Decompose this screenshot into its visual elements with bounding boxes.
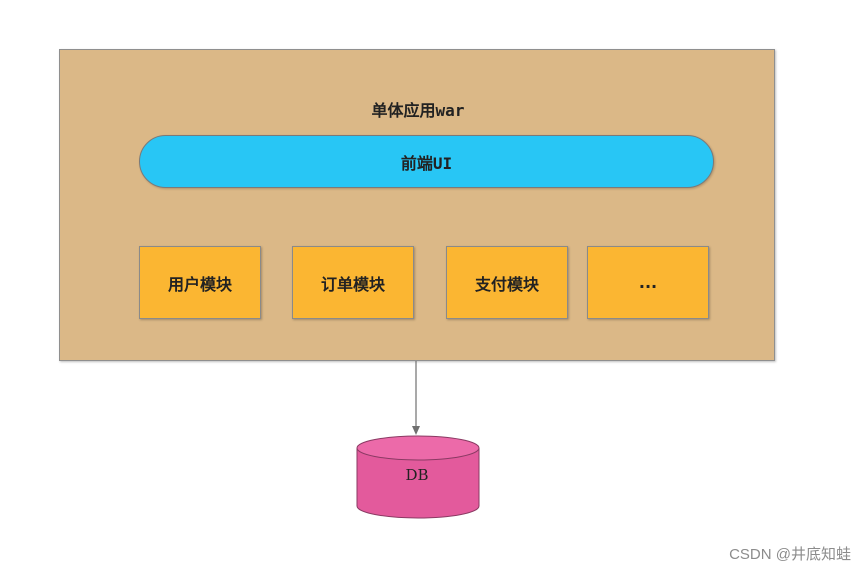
- database-cylinder-icon: [356, 435, 480, 519]
- module-order-label: 订单模块: [320, 274, 385, 294]
- monolith-war-container: 单体应用war 前端UI 用户模块 订单模块 支付模块 ...: [59, 49, 775, 361]
- module-order: 订单模块: [292, 246, 414, 319]
- database-label: DB: [405, 466, 429, 484]
- module-user: 用户模块: [139, 246, 261, 319]
- frontend-ui-label: 前端UI: [400, 153, 453, 173]
- module-payment-label: 支付模块: [474, 274, 539, 294]
- module-payment: 支付模块: [446, 246, 568, 319]
- container-title: 单体应用war: [371, 101, 465, 120]
- module-more: ...: [587, 246, 709, 319]
- csdn-watermark: CSDN @井底知蛙: [729, 546, 851, 563]
- module-more-label: ...: [638, 273, 658, 292]
- frontend-ui-box: 前端UI: [139, 135, 714, 188]
- module-user-label: 用户模块: [167, 274, 232, 294]
